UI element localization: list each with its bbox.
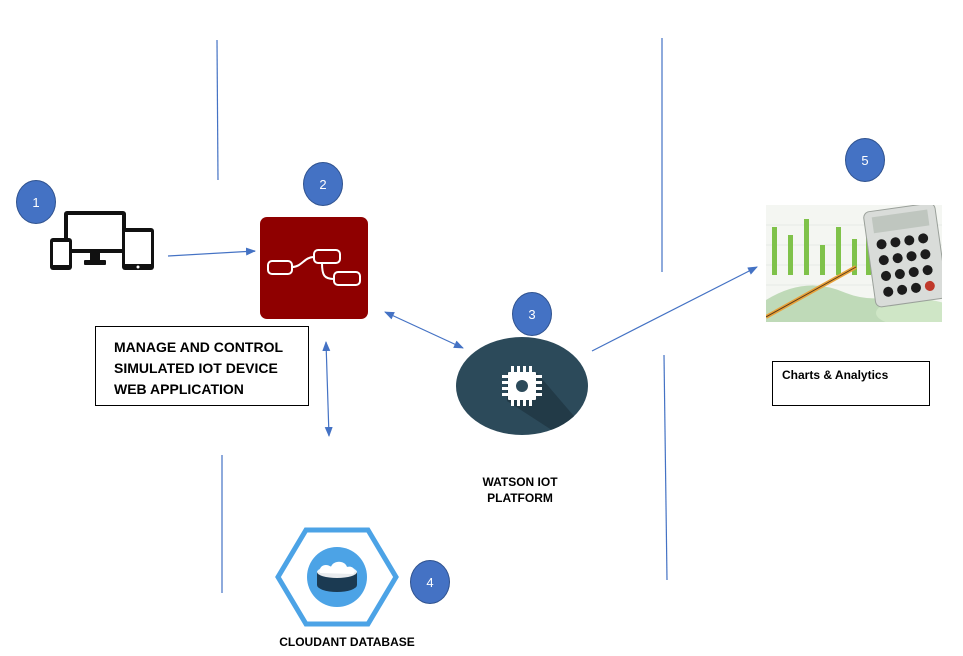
cloud-database-icon — [275, 527, 399, 627]
label-line: MANAGE AND CONTROL — [114, 339, 284, 355]
cloudant-database-caption: CLOUDANT DATABASE — [279, 635, 415, 649]
step-badge-3: 3 — [512, 292, 552, 336]
step-badge-2: 2 — [303, 162, 343, 206]
label-line: SIMULATED IOT DEVICE — [114, 360, 278, 376]
divider-line — [216, 39, 219, 181]
step-badge-5: 5 — [845, 138, 885, 182]
charts-analytics-image — [766, 205, 942, 322]
chip-icon — [456, 337, 588, 435]
step-badge-1: 1 — [16, 180, 56, 224]
charts-analytics-label: Charts & Analytics — [782, 368, 889, 382]
node-red-icon — [260, 217, 368, 319]
arrow-watson-to-charts — [591, 266, 758, 352]
arrow-device-to-nodered — [167, 247, 256, 257]
label-line: WEB APPLICATION — [114, 381, 244, 397]
web-application-label-box: MANAGE AND CONTROL SIMULATED IOT DEVICE … — [95, 326, 309, 406]
devices-icon — [50, 211, 154, 270]
caption-line: WATSON IOT — [482, 475, 558, 489]
step-badge-4: 4 — [410, 560, 450, 604]
watson-iot-caption: WATSON IOT PLATFORM — [460, 474, 580, 506]
arrow-nodered-watson — [384, 311, 464, 349]
arrow-nodered-cloudant — [322, 341, 333, 437]
caption-line: PLATFORM — [487, 491, 553, 505]
charts-analytics-label-box: Charts & Analytics — [772, 361, 930, 406]
divider-line — [663, 354, 668, 581]
